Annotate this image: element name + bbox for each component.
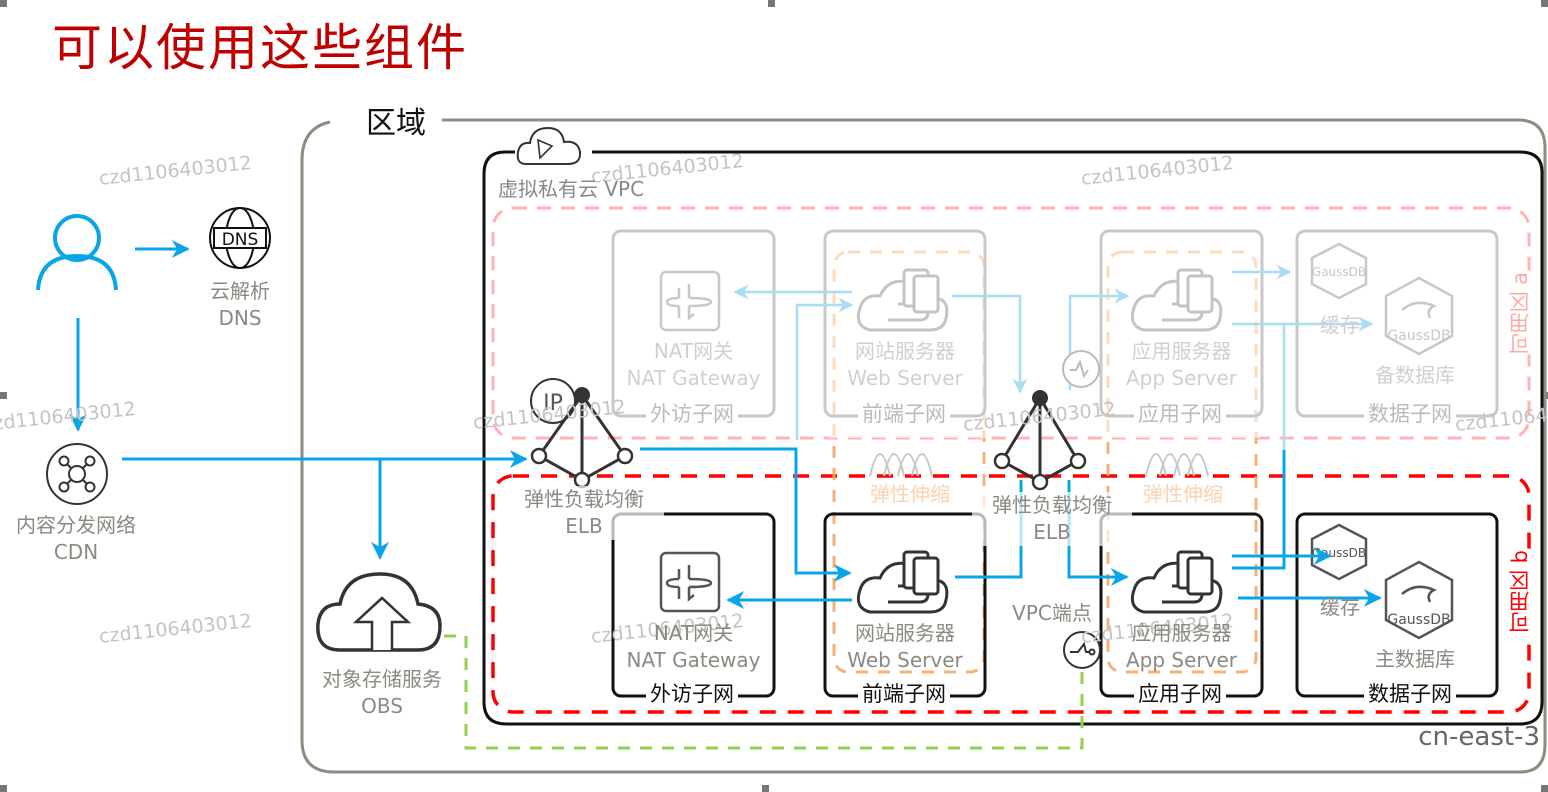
obs-label-en: OBS bbox=[361, 694, 403, 718]
component-label-en: NAT Gateway bbox=[626, 366, 761, 390]
selection-handle bbox=[0, 785, 7, 792]
subnet-label: 数据子网 bbox=[1364, 682, 1456, 706]
web-server-icon bbox=[856, 268, 949, 332]
autoscaling-icon bbox=[1145, 453, 1209, 477]
nat-gateway-icon bbox=[659, 551, 721, 613]
component-label-en: App Server bbox=[1125, 648, 1237, 672]
autoscaling-label: 弹性伸缩 bbox=[1143, 482, 1223, 506]
cache-label: 缓存 bbox=[1320, 313, 1360, 337]
subnet-label: 应用子网 bbox=[1134, 402, 1226, 426]
elb-label: 弹性负载均衡 ELB bbox=[972, 492, 1132, 546]
vpc-endpoint-link bbox=[444, 634, 1084, 750]
svg-text:DNS: DNS bbox=[222, 230, 259, 250]
subnet-label: 外访子网 bbox=[646, 402, 738, 426]
vpc-endpoint-icon bbox=[1063, 631, 1101, 669]
vpc-endpoint-label: VPC端点 bbox=[1012, 601, 1092, 625]
region-label: 区域 bbox=[354, 98, 438, 142]
component-label-en: Web Server bbox=[847, 648, 963, 672]
selection-handle bbox=[1541, 0, 1548, 7]
svg-text:GaussDB: GaussDB bbox=[1387, 328, 1450, 344]
selection-handle bbox=[1541, 785, 1548, 792]
nat-gateway-label: NAT网关 NAT Gateway bbox=[613, 620, 774, 674]
elb-label-cn: 弹性负载均衡 bbox=[524, 487, 644, 511]
cache-label: 缓存 bbox=[1320, 595, 1360, 619]
cloud-upload-icon bbox=[316, 572, 442, 652]
subnet-label: 数据子网 bbox=[1364, 402, 1456, 426]
eip-icon: IP bbox=[543, 391, 563, 416]
obs-label-cn: 对象存储服务 bbox=[322, 667, 442, 691]
autoscaling-group-app bbox=[1106, 250, 1258, 674]
vpc-endpoint-icon bbox=[1062, 350, 1100, 388]
dns-label-en: DNS bbox=[218, 306, 262, 330]
subnet-label: 应用子网 bbox=[1134, 682, 1226, 706]
vpc-label: 虚拟私有云 VPC bbox=[498, 177, 645, 201]
elb-label-cn: 弹性负载均衡 bbox=[992, 493, 1112, 517]
component-label-cn: 网站服务器 bbox=[855, 339, 955, 363]
slide-title: 可以使用这些组件 bbox=[52, 19, 468, 77]
region-name: cn-east-3 bbox=[1418, 722, 1540, 752]
svg-text:GaussDB: GaussDB bbox=[1312, 546, 1366, 560]
web-server-label: 网站服务器 Web Server bbox=[825, 620, 985, 674]
svg-text:GaussDB: GaussDB bbox=[1312, 265, 1366, 279]
cdn-label-cn: 内容分发网络 bbox=[16, 513, 136, 537]
gaussdb-standby-icon: GaussDB bbox=[1384, 276, 1454, 356]
cdn-label-en: CDN bbox=[53, 540, 99, 564]
autoscaling-group-web bbox=[832, 250, 986, 674]
elb-label: 弹性负载均衡 ELB bbox=[504, 486, 664, 540]
elb-icon: IP bbox=[530, 378, 634, 489]
component-label-cn: NAT网关 bbox=[653, 621, 734, 645]
component-label-cn: 网站服务器 bbox=[855, 621, 955, 645]
cdn-label: 内容分发网络 CDN bbox=[0, 512, 152, 566]
subnet-label: 外访子网 bbox=[646, 682, 738, 706]
gaussdb-cache-icon: GaussDB bbox=[1310, 523, 1368, 581]
dns-label-cn: 云解析 bbox=[210, 279, 270, 303]
nat-gateway-label: NAT网关 NAT Gateway bbox=[613, 338, 774, 392]
db-label: 备数据库 bbox=[1375, 363, 1455, 387]
subnet-label: 前端子网 bbox=[858, 402, 950, 426]
elb-icon bbox=[993, 390, 1087, 491]
component-label-cn: 应用服务器 bbox=[1131, 339, 1232, 363]
vpc-border bbox=[482, 150, 1544, 726]
user-icon bbox=[36, 214, 118, 291]
app-server-label: 应用服务器 App Server bbox=[1101, 620, 1262, 674]
nat-gateway-icon bbox=[659, 270, 721, 332]
app-server-label: 应用服务器 App Server bbox=[1101, 338, 1262, 392]
gaussdb-primary-icon: GaussDB bbox=[1384, 560, 1454, 640]
component-label-en: Web Server bbox=[847, 366, 963, 390]
region-border bbox=[300, 118, 1547, 774]
web-server-icon bbox=[856, 550, 949, 614]
autoscaling-label: 弹性伸缩 bbox=[870, 482, 950, 506]
selection-handle bbox=[768, 0, 775, 7]
az-a-label: 可用区 a bbox=[1505, 272, 1535, 355]
component-label-cn: 应用服务器 bbox=[1131, 621, 1232, 645]
elb-label-en: ELB bbox=[565, 514, 603, 538]
component-label-en: NAT Gateway bbox=[626, 648, 761, 672]
obs-label: 对象存储服务 OBS bbox=[306, 666, 458, 720]
subnet-label: 前端子网 bbox=[858, 682, 950, 706]
svg-text:GaussDB: GaussDB bbox=[1387, 612, 1450, 628]
component-label-cn: NAT网关 bbox=[653, 339, 734, 363]
db-label: 主数据库 bbox=[1375, 647, 1455, 671]
vpc-cloud-icon bbox=[516, 126, 582, 165]
app-server-icon bbox=[1130, 550, 1223, 614]
elb-label-en: ELB bbox=[1033, 520, 1071, 544]
autoscaling-icon bbox=[869, 453, 933, 477]
selection-handle bbox=[0, 392, 7, 399]
dns-label: 云解析 DNS bbox=[195, 278, 285, 332]
app-server-icon bbox=[1130, 268, 1223, 332]
component-label-en: App Server bbox=[1125, 366, 1237, 390]
dns-globe-icon: DNS bbox=[209, 207, 271, 269]
web-server-label: 网站服务器 Web Server bbox=[825, 338, 985, 392]
selection-handle bbox=[762, 785, 769, 792]
cdn-network-icon bbox=[46, 443, 108, 505]
selection-handle bbox=[0, 0, 7, 7]
gaussdb-cache-icon: GaussDB bbox=[1310, 242, 1368, 300]
az-b-label: 可用区 b bbox=[1505, 550, 1535, 634]
